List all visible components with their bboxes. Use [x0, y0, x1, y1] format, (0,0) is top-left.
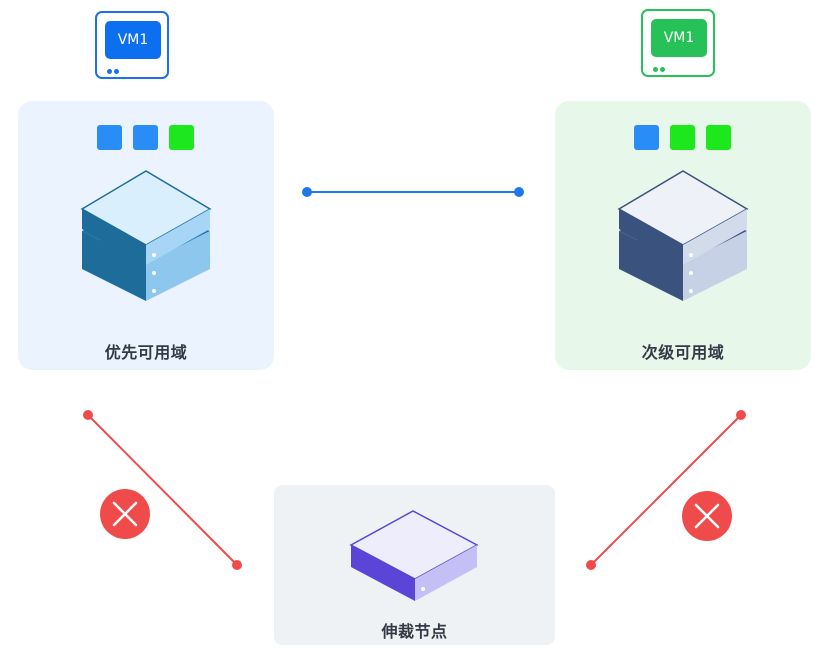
vm-status-dot — [660, 67, 665, 72]
vm-status-dot — [114, 69, 119, 74]
server-node-icon — [349, 510, 479, 601]
zone-label-primary: 优先可用域 — [104, 343, 188, 362]
link-endpoint — [514, 187, 524, 197]
link-endpoint — [232, 560, 242, 570]
close-icon — [100, 489, 150, 539]
witness-node: 伸裁节点 — [274, 485, 555, 645]
server-stack-icon — [617, 170, 749, 301]
status-square — [133, 125, 158, 150]
link-endpoint — [83, 410, 93, 420]
zone-label-witness: 伸裁节点 — [381, 622, 448, 641]
vm-card-secondary[interactable]: VM1 — [641, 9, 715, 77]
server-stack-icon — [80, 170, 212, 301]
vm-label-primary: VM1 — [105, 21, 161, 59]
broken-link-right — [590, 414, 742, 566]
vm-card-primary[interactable]: VM1 — [95, 11, 169, 79]
secondary-zone: 次级可用域 — [555, 101, 811, 370]
status-square — [169, 125, 194, 150]
vm-status-dot — [107, 69, 112, 74]
primary-zone: 优先可用域 — [18, 101, 274, 370]
vm-label-secondary: VM1 — [651, 19, 707, 57]
status-square — [97, 125, 122, 150]
zone-label-secondary: 次级可用域 — [641, 343, 725, 362]
status-square — [634, 125, 659, 150]
close-icon — [682, 491, 732, 541]
status-square — [706, 125, 731, 150]
link-endpoint — [736, 410, 746, 420]
vm-status-dot — [653, 67, 658, 72]
broken-link-left — [87, 414, 238, 566]
link-endpoint — [586, 560, 596, 570]
status-square — [670, 125, 695, 150]
link-endpoint — [302, 187, 312, 197]
